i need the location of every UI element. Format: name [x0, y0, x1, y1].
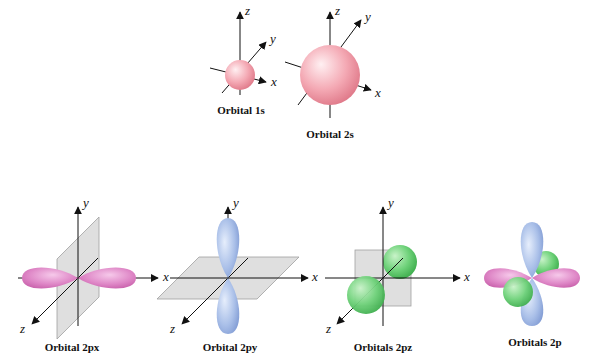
axis-label: z [20, 322, 25, 336]
axis-line [337, 258, 403, 324]
orbital-caption: Orbital 2py [203, 341, 258, 353]
orbital-caption: Orbital 2px [45, 341, 100, 353]
axis-line [78, 207, 79, 326]
axis-line [383, 207, 384, 326]
axis-label: x [312, 270, 318, 284]
axis-line [170, 278, 308, 279]
p-orbital-lobe [383, 245, 417, 279]
axis-label: z [335, 4, 340, 18]
axis-label: x [271, 75, 277, 89]
p-orbital-lobe [503, 277, 533, 307]
axes-2px [18, 207, 158, 326]
p-orbital-lobe [22, 267, 78, 288]
orbital-caption: Orbital 1s [217, 104, 264, 116]
axis-label: y [83, 196, 89, 210]
axes-1s [210, 12, 266, 95]
axis-label: z [245, 4, 250, 18]
p-orbital-lobe [217, 218, 240, 278]
axis-line [325, 278, 460, 279]
axis-label: y [365, 10, 371, 24]
axis-label: z [326, 322, 331, 336]
axis-label: y [270, 32, 276, 46]
p-orbital-lobe [521, 222, 544, 278]
p-orbital-lobe [217, 278, 240, 334]
axes-2s [285, 12, 371, 118]
axis-label: y [233, 196, 239, 210]
s-orbital-sphere [300, 45, 360, 105]
orbital-caption: Orbitals 2pz [354, 341, 412, 353]
axes-2pz [325, 207, 460, 326]
p-orbital-lobe [78, 267, 136, 288]
axis-label: x [163, 270, 169, 284]
axis-label: y [388, 196, 394, 210]
p-orbital-lobe [347, 276, 385, 314]
orbital-caption: Orbital 2s [306, 128, 353, 140]
s-orbital-sphere [225, 60, 255, 90]
axis-line [298, 20, 361, 105]
axis-label: x [464, 270, 470, 284]
p-orbital-lobe [532, 268, 580, 288]
axes-2py [170, 207, 308, 326]
axis-label: x [375, 86, 381, 100]
axis-line [222, 42, 266, 93]
axis-label: z [170, 322, 175, 336]
orbital-caption: Orbitals 2p [508, 336, 561, 348]
